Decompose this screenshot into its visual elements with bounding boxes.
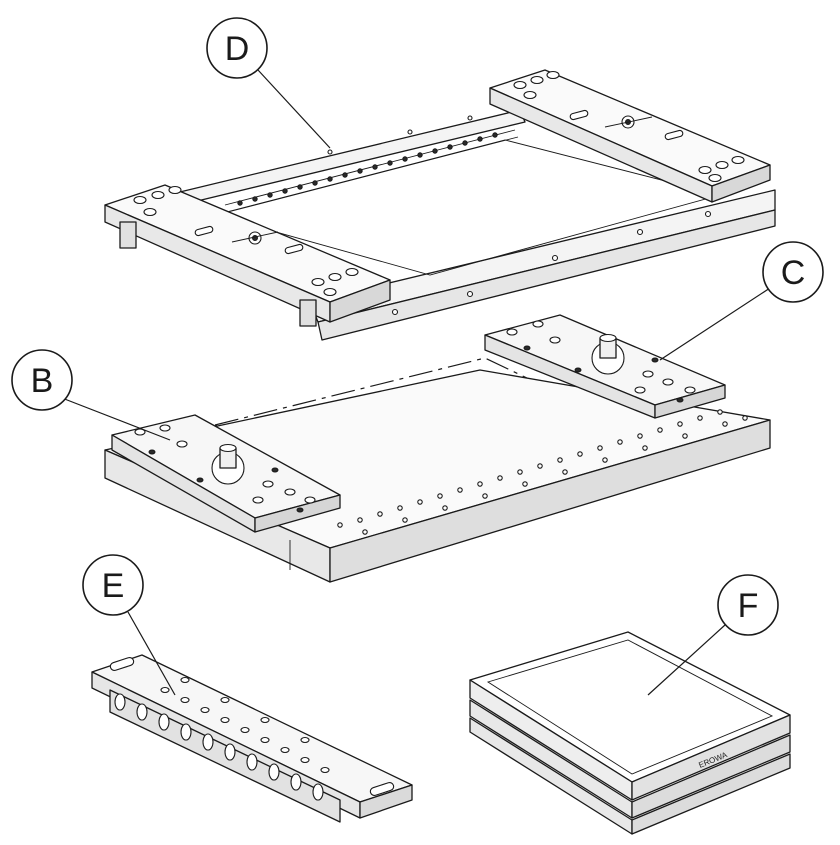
part-e-bar	[91, 654, 413, 823]
tray-f-second-right	[631, 734, 791, 819]
frame-rail-holes	[327, 115, 712, 316]
callout-d-leader	[257, 69, 331, 149]
tray-f-right-face	[631, 714, 791, 801]
base-plate-assembly	[104, 314, 771, 583]
callout-e-leader	[127, 611, 176, 696]
callout-b-leader	[61, 397, 171, 441]
callout-f-circle	[717, 574, 779, 636]
frame-front-rail-side	[317, 209, 776, 341]
frame-right-block-side	[711, 164, 771, 203]
tray-f-inner	[486, 639, 774, 775]
frame-left-block-details	[119, 185, 359, 327]
callout-f-leader	[647, 624, 726, 696]
bar-e-side-holes	[114, 693, 324, 801]
frame-left-block-side	[329, 279, 391, 323]
frame-left-foot	[119, 221, 137, 249]
frame-left-foot-2	[299, 299, 317, 327]
frame-slot-row	[224, 129, 519, 213]
callout-c-circle	[762, 241, 824, 303]
part-c-clamp	[484, 314, 726, 419]
callout-f-label: F	[738, 587, 759, 625]
callout-b-label: B	[31, 362, 54, 400]
callout-d-circle	[206, 17, 268, 79]
callout-e-label: E	[102, 567, 125, 605]
part-f-tray: EROWA	[469, 631, 791, 835]
base-plate-front-face	[329, 419, 771, 583]
base-plate-hole-grid	[337, 409, 748, 535]
part-d-frame	[104, 69, 776, 341]
callout-b-circle	[11, 349, 73, 411]
frame-right-block-details	[513, 70, 745, 183]
callout-e-circle	[82, 554, 144, 616]
part-b-clamp	[111, 414, 341, 533]
bar-e-top-holes	[160, 676, 330, 774]
tray-f-third-right	[631, 753, 791, 835]
clamp-c-side	[654, 384, 726, 419]
callout-c-leader	[659, 287, 771, 361]
bar-e-end	[359, 784, 413, 819]
callout-c-label: C	[781, 254, 806, 292]
callout-d-label: D	[225, 30, 250, 68]
frame-back-rail	[154, 109, 526, 211]
